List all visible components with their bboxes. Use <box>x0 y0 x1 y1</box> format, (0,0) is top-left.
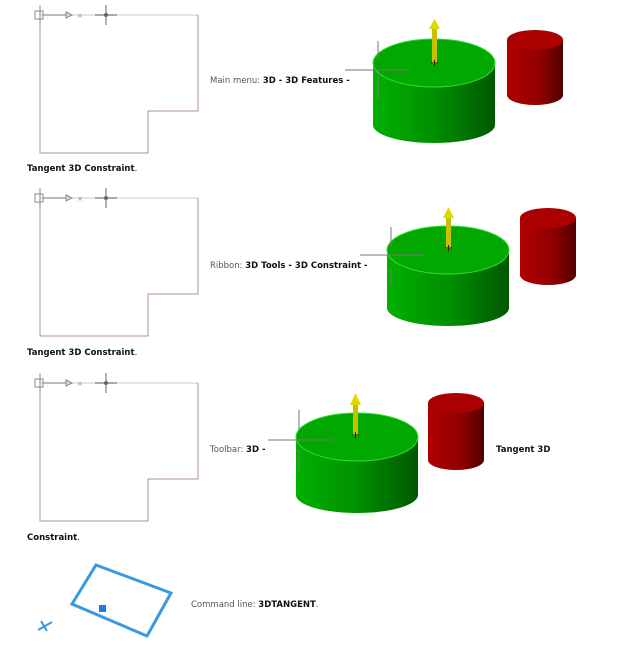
frame-outline <box>39 197 199 337</box>
green-cylinder <box>295 412 419 513</box>
frame-outline <box>39 14 199 154</box>
green-cylinder <box>372 38 496 143</box>
ucs-icon: × <box>34 188 83 208</box>
grip-point-icon <box>99 605 106 612</box>
crosshair-cursor-icon <box>95 188 117 208</box>
red-cylinder <box>428 393 484 470</box>
toolbar-button-name: Tangent 3D <box>496 445 551 455</box>
ribbon-path-description: Ribbon: 3D Tools - 3D Constraint - <box>210 261 368 271</box>
crosshair-cursor-icon <box>95 5 117 25</box>
selection-plane-icon <box>69 563 174 638</box>
frame-outline <box>39 382 199 522</box>
svg-text:×: × <box>77 195 83 203</box>
toolbar-path-description: Toolbar: 3D - <box>210 445 266 455</box>
tangent-3d-command-icon <box>37 563 174 638</box>
normal-arrow-icon <box>443 207 454 251</box>
ucs-icon: × <box>34 373 83 393</box>
caption-2: Tangent 3D Constraint. <box>27 348 138 358</box>
drawing-frame-1: × <box>34 5 199 154</box>
scene-3d-1 <box>345 19 563 143</box>
scene-3d-2 <box>360 207 576 326</box>
svg-text:×: × <box>77 380 83 388</box>
ucs-icon: × <box>34 5 83 25</box>
drawing-frame-3: × <box>34 373 199 522</box>
command-line-description: Command line: 3DTANGENT. <box>191 600 319 610</box>
scene-3d-3 <box>268 393 484 513</box>
drawing-frame-2: × <box>34 188 199 337</box>
command-name: 3DTANGENT <box>258 600 316 610</box>
caption-1: Tangent 3D Constraint. <box>27 164 138 174</box>
crosshair-cursor-icon <box>95 373 117 393</box>
normal-arrow-icon <box>350 393 361 438</box>
menu-path-description: Main menu: 3D - 3D Features - <box>210 76 350 86</box>
red-cylinder <box>520 208 576 285</box>
caption-3: Constraint. <box>27 533 80 543</box>
red-cylinder <box>507 30 563 105</box>
svg-text:×: × <box>77 12 83 20</box>
normal-arrow-icon <box>429 19 440 66</box>
pick-cursor <box>345 41 410 100</box>
cursor-cross-icon <box>37 620 53 632</box>
pick-cursor <box>360 227 424 285</box>
pick-cursor <box>268 410 333 470</box>
